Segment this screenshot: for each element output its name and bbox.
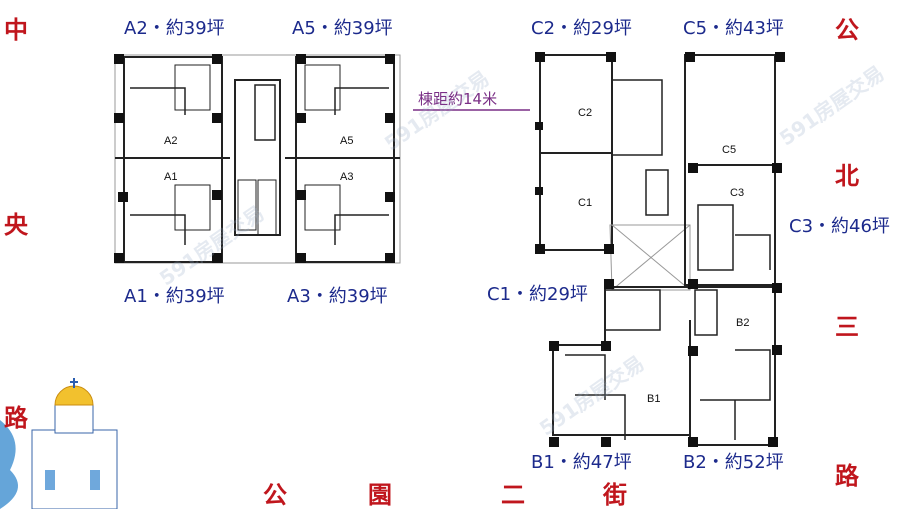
road-west-char: 中 [4,16,28,44]
road-west-char: 央 [4,211,28,239]
building-a-pillars [114,54,395,263]
road-west-char: 路 [4,404,28,432]
plan-label-b1: B1 [647,393,660,405]
unit-label-a5: A5・約39坪 [292,18,393,39]
road-south-char: 街 [603,481,627,509]
building-distance-label: 棟距約14米 [418,90,498,108]
building-a-plan [114,54,401,264]
unit-label-a3: A3・約39坪 [287,286,388,307]
unit-label-c2: C2・約29坪 [531,18,632,39]
unit-label-c3: C3・約46坪 [789,216,890,237]
unit-label-a2: A2・約39坪 [124,18,225,39]
plan-label-a3: A3 [340,171,353,183]
plan-label-c5: C5 [722,144,736,156]
unit-label-b2: B2・約52坪 [683,452,784,473]
road-east-char: 路 [835,462,859,490]
unit-label-c1: C1・約29坪 [487,284,588,305]
building-bc-pillars [535,52,785,447]
plan-label-a1: A1 [164,171,177,183]
road-south-char: 園 [368,481,392,509]
plan-label-b2: B2 [736,317,749,329]
road-east-char: 公 [835,16,859,44]
plan-label-c2: C2 [578,107,592,119]
plan-label-c1: C1 [578,197,592,209]
unit-label-a1: A1・約39坪 [124,286,225,307]
church-illustration [0,378,118,509]
road-south-char: 公 [263,481,287,509]
plan-label-c3: C3 [730,187,744,199]
building-bc-plan [539,54,776,446]
road-east-char: 三 [835,313,859,341]
road-south-char: 二 [501,481,525,509]
plan-label-a5: A5 [340,135,353,147]
unit-label-c5: C5・約43坪 [683,18,784,39]
road-east-char: 北 [835,162,859,190]
unit-label-b1: B1・約47坪 [531,452,632,473]
plan-label-a2: A2 [164,135,177,147]
